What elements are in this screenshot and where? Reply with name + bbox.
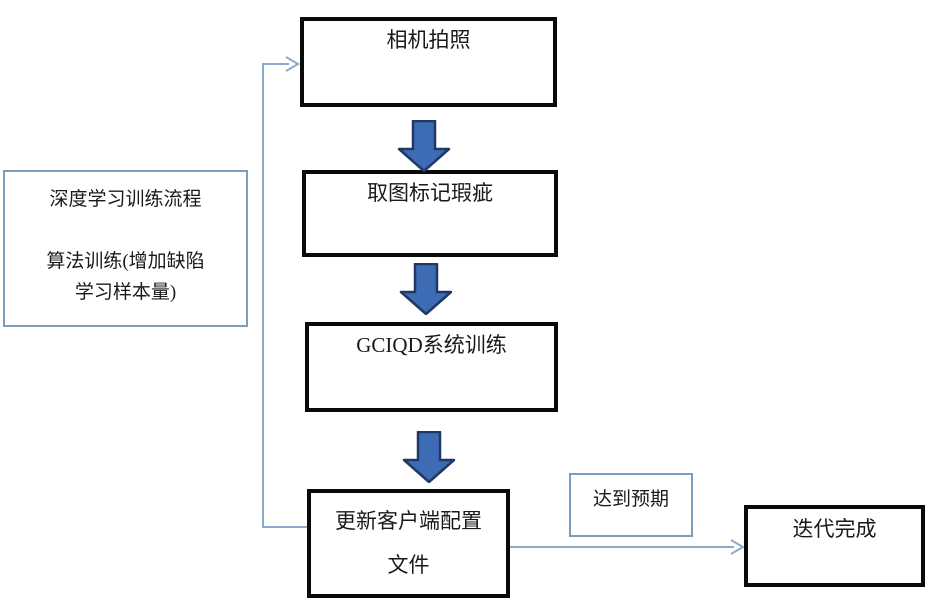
feedback-connector-line	[262, 63, 307, 528]
node-update-client-config-label: 更新客户端配置 文件	[335, 509, 482, 577]
node-iteration-complete-label: 迭代完成	[792, 517, 877, 541]
note-training-process-label: 深度学习训练流程 算法训练(增加缺陷 学习样本量)	[46, 189, 205, 303]
done-arrowhead-icon	[730, 539, 745, 555]
node-gciqd-training: GCIQD系统训练	[305, 322, 558, 412]
note-training-process: 深度学习训练流程 算法训练(增加缺陷 学习样本量)	[3, 170, 248, 327]
node-mark-defects-label: 取图标记瑕疵	[367, 181, 493, 205]
flow-arrow-1	[397, 120, 451, 172]
down-arrow-icon	[397, 120, 451, 172]
feedback-arrowhead-icon	[285, 56, 300, 72]
node-camera-capture-label: 相机拍照	[386, 28, 471, 52]
down-arrow-icon	[402, 431, 456, 483]
node-camera-capture: 相机拍照	[300, 17, 557, 107]
label-expectation-met: 达到预期	[569, 473, 693, 537]
node-update-client-config: 更新客户端配置 文件	[307, 489, 510, 598]
label-expectation-met-text: 达到预期	[592, 489, 669, 510]
down-arrow-icon	[399, 263, 453, 315]
flow-arrow-2	[399, 263, 453, 315]
node-iteration-complete: 迭代完成	[744, 505, 925, 587]
flow-arrow-3	[402, 431, 456, 483]
node-gciqd-training-label: GCIQD系统训练	[356, 333, 507, 357]
node-mark-defects: 取图标记瑕疵	[302, 170, 558, 257]
